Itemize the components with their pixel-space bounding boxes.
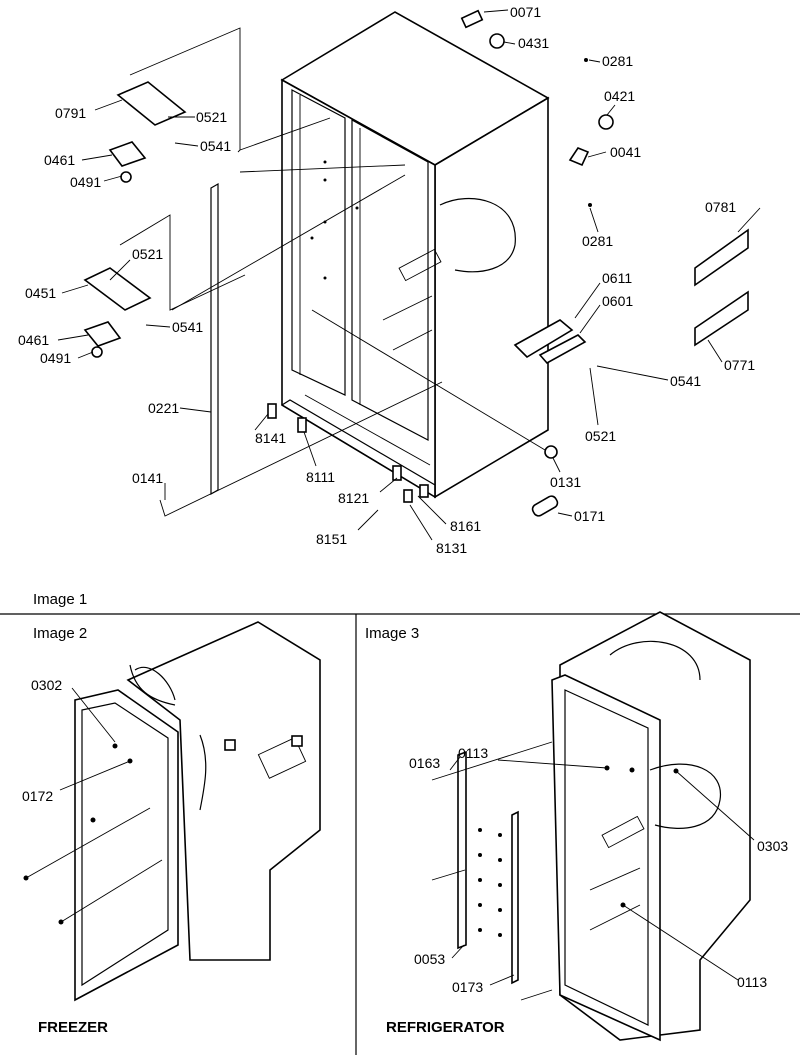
part-0041 — [568, 147, 590, 167]
hinge-plate-0461a — [108, 141, 147, 167]
fresh-liner — [351, 118, 429, 441]
label-0163: 0163 — [409, 755, 440, 771]
label-0113-bottom: 0113 — [737, 974, 767, 990]
label-0302: 0302 — [31, 677, 62, 693]
label-0131: 0131 — [550, 474, 581, 490]
label-8141: 8141 — [255, 430, 286, 446]
freezer-door-frame — [74, 689, 179, 1002]
label-0521-a: 0521 — [196, 109, 227, 125]
freezer-cabinet — [126, 621, 321, 961]
cabinet-side — [434, 96, 549, 499]
label-0431: 0431 — [518, 35, 549, 51]
label-0541-right: 0541 — [670, 373, 701, 389]
image3-drawing — [431, 611, 755, 1042]
strip-0163 — [457, 750, 467, 950]
plate-0601 — [538, 334, 587, 365]
strip-0173 — [511, 810, 519, 985]
label-0521-b: 0521 — [132, 246, 163, 262]
label-0172: 0172 — [22, 788, 53, 804]
image1-caption: Image 1 — [33, 591, 87, 608]
label-0303: 0303 — [757, 838, 788, 854]
panel-0781 — [694, 228, 749, 287]
label-0771: 0771 — [724, 357, 755, 373]
label-0221: 0221 — [148, 400, 179, 416]
label-0601: 0601 — [602, 293, 633, 309]
part-0131 — [544, 445, 558, 459]
strip-0221 — [210, 182, 219, 496]
label-0173: 0173 — [452, 979, 483, 995]
fresh-door-frame — [551, 674, 661, 1042]
label-0281-top: 0281 — [602, 53, 633, 69]
label-0521-right: 0521 — [585, 428, 616, 444]
label-0421: 0421 — [604, 88, 635, 104]
label-0611: 0611 — [602, 270, 632, 286]
part-0071 — [460, 9, 484, 29]
label-0491-a: 0491 — [70, 174, 101, 190]
image2-caption: Image 2 — [33, 625, 87, 642]
image1-labels: 0071 0431 0281 0421 0041 0281 0781 0611 … — [18, 4, 755, 556]
image2-footer: FREEZER — [38, 1019, 108, 1036]
hinge-plate-0461b — [83, 321, 122, 347]
label-0781: 0781 — [705, 199, 736, 215]
panel-0771 — [694, 290, 749, 347]
label-0171: 0171 — [574, 508, 605, 524]
label-0141: 0141 — [132, 470, 163, 486]
label-0053: 0053 — [414, 951, 445, 967]
image2-drawing — [23, 621, 321, 1002]
label-8131: 8131 — [436, 540, 467, 556]
hinge-0451 — [83, 267, 152, 311]
part-0421 — [598, 114, 614, 130]
image1-drawing — [57, 9, 761, 541]
freezer-liner — [291, 89, 346, 396]
label-0791: 0791 — [55, 105, 86, 121]
plate-0611 — [513, 319, 574, 359]
label-0541-b: 0541 — [172, 319, 203, 335]
label-0541-a: 0541 — [200, 138, 231, 154]
label-8111: 8111 — [306, 469, 335, 485]
label-8151: 8151 — [316, 531, 347, 547]
label-0451: 0451 — [25, 285, 56, 301]
label-8121: 8121 — [338, 490, 369, 506]
label-0461-a: 0461 — [44, 152, 75, 168]
label-0461-b: 0461 — [18, 332, 49, 348]
cutaway — [439, 197, 516, 273]
part-0431 — [489, 33, 505, 49]
image3-caption: Image 3 — [365, 625, 419, 642]
label-0281-mid: 0281 — [582, 233, 613, 249]
label-0071: 0071 — [510, 4, 541, 20]
label-0491-b: 0491 — [40, 350, 71, 366]
label-0041: 0041 — [610, 144, 641, 160]
part-0171 — [531, 495, 559, 517]
image3-footer: REFRIGERATOR — [386, 1019, 505, 1036]
hinge-0791 — [116, 81, 187, 126]
label-0113-top: 0113 — [458, 745, 488, 761]
label-8161: 8161 — [450, 518, 481, 534]
